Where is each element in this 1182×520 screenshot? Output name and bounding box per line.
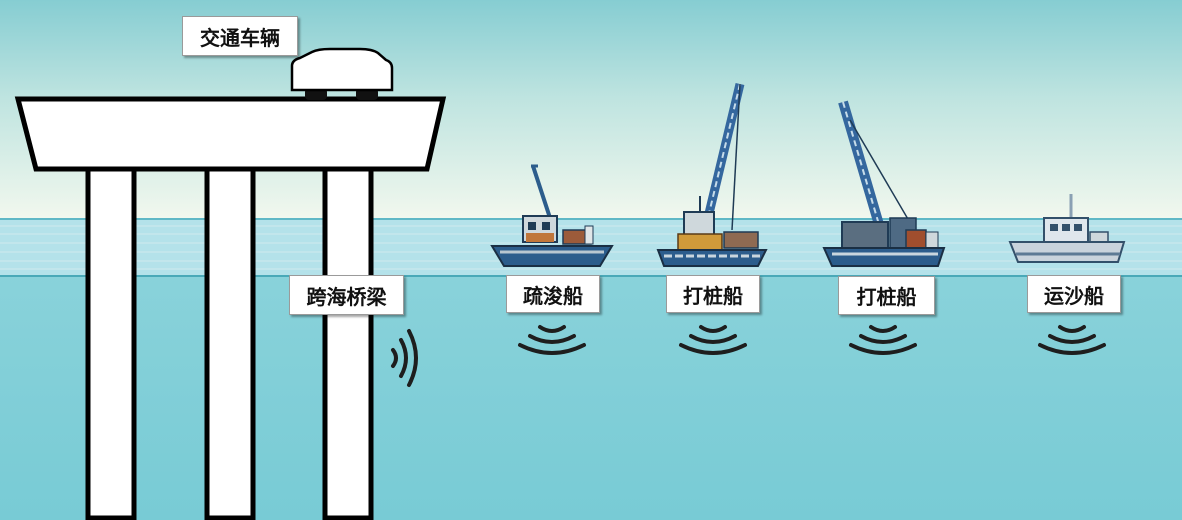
pile-driver-ship-1	[656, 82, 768, 267]
bridge-pier-3	[322, 163, 374, 520]
dredger-ship	[490, 164, 614, 267]
label-sea-bridge: 跨海桥梁	[289, 275, 404, 315]
bridge-pier-1	[85, 163, 137, 520]
sound-wave-icon-pile-driver-2	[849, 325, 917, 355]
label-traffic-vehicle: 交通车辆	[182, 16, 298, 56]
sound-wave-icon-bridge	[391, 329, 418, 387]
sand-carrier-ship	[1008, 194, 1126, 263]
sea-bridge	[14, 96, 447, 520]
sound-wave-icon-dredger	[518, 325, 586, 355]
sea	[0, 276, 1182, 520]
label-pile-driver-2: 打桩船	[838, 276, 935, 315]
bridge-deck	[14, 96, 447, 172]
sound-wave-icon-pile-driver-1	[679, 325, 747, 355]
label-sand-carrier: 运沙船	[1027, 275, 1121, 313]
label-pile-driver-1: 打桩船	[666, 275, 760, 313]
bridge-pier-2	[204, 163, 256, 520]
pile-driver-ship-2	[822, 100, 946, 267]
label-dredger: 疏浚船	[506, 275, 600, 313]
sound-wave-icon-sand-carrier	[1038, 325, 1106, 355]
vehicle-icon	[290, 47, 394, 100]
